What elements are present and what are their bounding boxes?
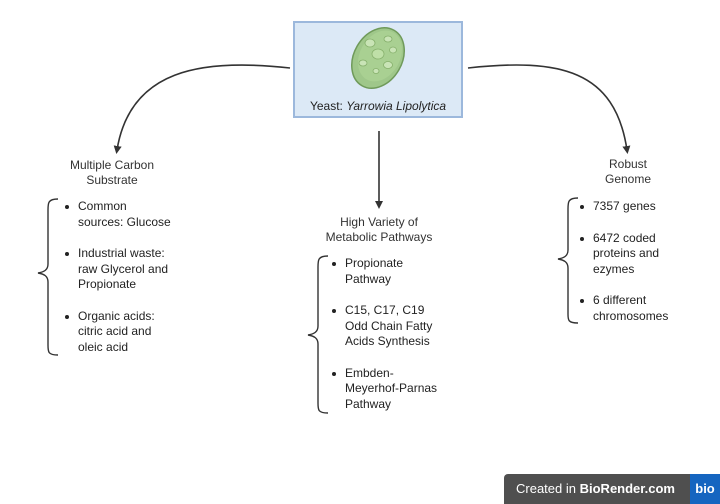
badge-brand: BioRender.com [579, 481, 675, 496]
list-item: Propionate Pathway [331, 256, 471, 287]
brace-carbon-substrate [37, 198, 59, 356]
arrow-to-robust-genome [467, 64, 631, 154]
caption-prefix: Yeast: [309, 99, 343, 113]
list-item: Industrial waste: raw Glycerol and Propi… [64, 246, 204, 293]
heading-carbon-substrate: Multiple Carbon Substrate [69, 158, 155, 187]
heading-metabolic-pathways: High Variety of Metabolic Pathways [325, 215, 433, 244]
list-carbon-substrate: Common sources: Glucose Industrial waste… [64, 199, 204, 371]
heading-robust-genome: Robust Genome [604, 157, 652, 186]
yeast-box: Yeast: Yarrowia Lipolytica [293, 21, 463, 118]
list-item: C15, C17, C19 Odd Chain Fatty Acids Synt… [331, 303, 471, 350]
list-metabolic-pathways: Propionate Pathway C15, C17, C19 Odd Cha… [331, 256, 471, 428]
caption-species: Yarrowia Lipolytica [346, 99, 447, 113]
badge-prefix: Created in [516, 481, 576, 496]
yeast-caption: Yeast: Yarrowia Lipolytica [295, 99, 461, 113]
arrow-to-carbon-substrate [113, 64, 291, 154]
list-robust-genome: 7357 genes 6472 coded proteins and ezyme… [579, 199, 699, 340]
list-item: 6 different chromosomes [579, 293, 699, 324]
list-item: Common sources: Glucose [64, 199, 204, 230]
list-item: Organic acids: citric acid and oleic aci… [64, 309, 204, 356]
yeast-cell-icon [351, 27, 405, 89]
list-item: Embden- Meyerhof-Parnas Pathway [331, 366, 471, 413]
biorender-badge[interactable]: Created in BioRender.com bio [504, 474, 720, 504]
biorender-logo-icon: bio [690, 474, 720, 504]
brace-robust-genome [557, 197, 579, 324]
list-item: 7357 genes [579, 199, 699, 215]
brace-metabolic-pathways [307, 255, 329, 414]
list-item: 6472 coded proteins and ezymes [579, 231, 699, 278]
